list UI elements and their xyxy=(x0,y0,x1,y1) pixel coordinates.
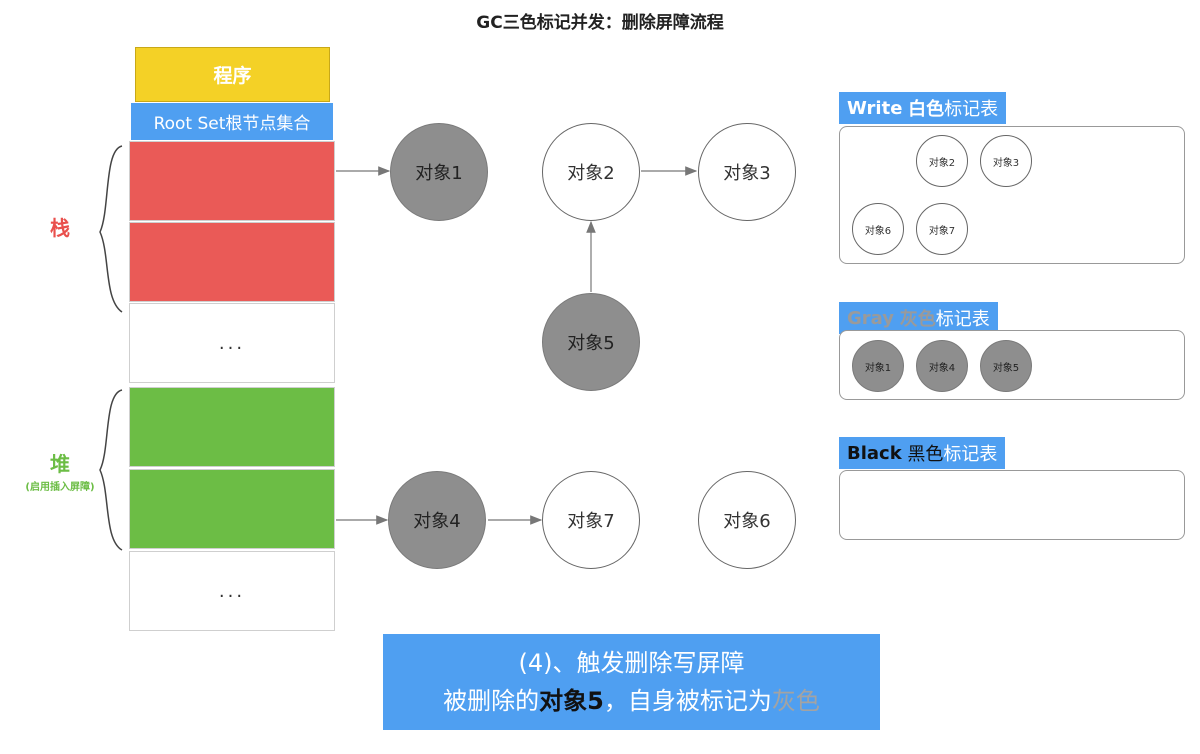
node-obj5: 对象5 xyxy=(542,293,640,391)
heap-label: 堆 xyxy=(50,452,70,476)
node-obj7: 对象7 xyxy=(542,471,640,569)
node-obj6: 对象6 xyxy=(698,471,796,569)
black-tag-color: 黑色 xyxy=(907,444,944,465)
stack-cell-2 xyxy=(129,222,335,302)
gray-tag-en: Gray xyxy=(847,307,894,329)
stack-label: 栈 xyxy=(50,216,70,240)
white-tag-color: 白色 xyxy=(908,99,945,120)
gray-table-tag: Gray 灰色标记表 xyxy=(839,302,998,334)
caption-line2: 被删除的对象5，自身被标记为灰色 xyxy=(383,682,880,720)
stack-cell-1 xyxy=(129,141,335,221)
program-box: 程序 xyxy=(135,47,330,102)
node-obj4: 对象4 xyxy=(388,471,486,569)
node-obj3: 对象3 xyxy=(698,123,796,221)
white-tag-en: Write xyxy=(847,97,903,119)
heap-brace xyxy=(99,389,123,551)
black-tag-suffix: 标记表 xyxy=(943,444,998,465)
black-table-tag: Black 黑色标记表 xyxy=(839,437,1006,469)
caption-color: 灰色 xyxy=(771,687,820,715)
caption-obj: 对象5 xyxy=(539,687,604,715)
caption-middle: ，自身被标记为 xyxy=(603,687,772,715)
white-item-obj6: 对象6 xyxy=(852,203,904,255)
heap-ellipsis-cell: ... xyxy=(129,551,335,631)
heap-sublabel: (启用插入屏障) xyxy=(25,482,95,493)
diagram-title: GC三色标记并发：删除屏障流程 xyxy=(476,13,724,33)
node-obj2: 对象2 xyxy=(542,123,640,221)
heap-cell-2 xyxy=(129,469,335,549)
white-table-tag: Write 白色标记表 xyxy=(839,92,1007,124)
white-item-obj3: 对象3 xyxy=(980,135,1032,187)
gray-item-obj4: 对象4 xyxy=(916,340,968,392)
node-obj1: 对象1 xyxy=(390,123,488,221)
caption-prefix: 被删除的 xyxy=(443,687,540,715)
white-item-obj7: 对象7 xyxy=(916,203,968,255)
gray-tag-color: 灰色 xyxy=(899,309,936,330)
heap-cell-1 xyxy=(129,387,335,467)
stack-ellipsis-cell: ... xyxy=(129,303,335,383)
stack-brace xyxy=(99,145,123,313)
step-caption: (4)、触发删除写屏障 被删除的对象5，自身被标记为灰色 xyxy=(383,634,880,730)
caption-line1: (4)、触发删除写屏障 xyxy=(518,649,745,677)
white-item-obj2: 对象2 xyxy=(916,135,968,187)
root-set-header: Root Set根节点集合 xyxy=(131,103,333,140)
gray-tag-suffix: 标记表 xyxy=(935,309,990,330)
white-tag-suffix: 标记表 xyxy=(944,99,999,120)
black-table-box xyxy=(839,470,1185,540)
gray-item-obj1: 对象1 xyxy=(852,340,904,392)
gray-item-obj5: 对象5 xyxy=(980,340,1032,392)
black-tag-en: Black xyxy=(847,442,902,464)
